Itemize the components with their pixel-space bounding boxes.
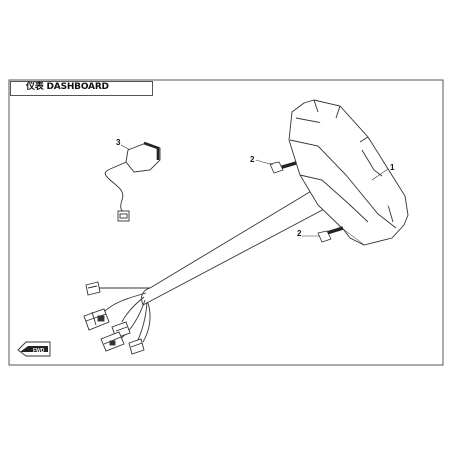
sheet-frame [8,79,444,366]
callout-1: 1 [390,163,395,172]
screw-lower [317,226,344,243]
fwd-badge-label: FWD [33,348,45,354]
dashboard-assembly [288,99,409,246]
callout-3: 3 [116,138,121,147]
fwd-badge-icon: FWD [17,341,51,357]
callout-2-upper: 2 [250,155,255,164]
connector-b [83,308,110,331]
page-title: 仪表 DASHBOARD [26,82,109,92]
callout-2-lower: 2 [297,229,302,238]
harness-shaft [141,186,329,306]
indicator-module [104,141,161,222]
screw-upper [269,161,297,174]
connector-e [128,338,145,355]
connector-a [85,281,101,296]
connector-d [100,331,125,352]
title-box [10,81,153,96]
